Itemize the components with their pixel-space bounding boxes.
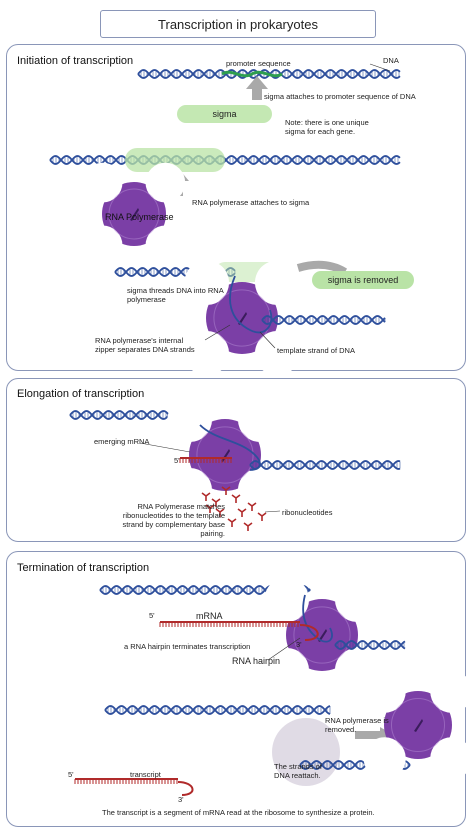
elong-dna-right-strand-b [249, 460, 401, 470]
final-dna-left-strand-b [104, 705, 331, 715]
five-prime-termination: 5' [149, 611, 155, 620]
dna-label: DNA [383, 56, 399, 65]
sigma-arrow-head [246, 76, 268, 89]
hairpin-leader [267, 637, 301, 661]
emerging-mrna-label: emerging mRNA [94, 437, 150, 446]
initiation-title: Initiation of transcription [17, 55, 134, 67]
removed-polymerase-notch [430, 737, 473, 780]
rna-polymerase-label: RNA Polymerase [105, 212, 174, 222]
polymerase-removed-label: RNA polymerase is removed. [325, 716, 389, 734]
elong-polymerase-notch [167, 397, 213, 443]
elong-polymerase-notch [167, 467, 213, 513]
ribonucleotide [211, 498, 221, 507]
template-leader [259, 331, 276, 349]
strands-reattach-label: The strands of DNA reattach. [274, 762, 322, 780]
removed-polymerase-center-mark [414, 719, 423, 732]
rna-polymerase-threaded-notch [184, 260, 230, 306]
ribonucleotide [201, 492, 211, 501]
term-dna-loop [302, 594, 333, 643]
three-prime-transcript: 3' [178, 795, 184, 804]
ribonucleotide [247, 502, 257, 511]
five-prime-transcript: 5' [68, 770, 74, 779]
rna-polymerase-threaded-notch [184, 330, 230, 376]
rna-polymerase-threaded-notch [254, 330, 300, 376]
rna-polymerase-threaded-notch [254, 260, 300, 306]
ribonucleotide [231, 494, 241, 503]
three-prime-termination: 3' [296, 640, 302, 649]
sigma-removed-pill: sigma is removed [312, 271, 414, 289]
termination-caption: The transcript is a segment of mRNA read… [102, 808, 375, 817]
rna-polymerase-notch [145, 162, 186, 203]
mrna-leader [139, 442, 191, 453]
template-strand-label: template strand of DNA [277, 346, 355, 355]
five-prime-elongation: 5' [174, 456, 180, 465]
promoter-label: promoter sequence [226, 59, 291, 68]
term-polymerase-center-mark [318, 629, 327, 642]
termination-title: Termination of transcription [17, 562, 150, 574]
removed-polymerase-ghost [272, 718, 340, 786]
removed-polymerase-notch [363, 670, 406, 713]
ribonucleotide [237, 508, 247, 517]
term-dna-right-strand-a [334, 640, 406, 650]
zipper-label: RNA polymerase's internal zipper separat… [95, 336, 195, 354]
transcript-hairpin [177, 781, 194, 796]
removed-polymerase-notch [363, 737, 406, 780]
term-polymerase-notch [334, 577, 380, 623]
rna-polymerase-center-mark [130, 208, 139, 221]
ribonucleotide [221, 486, 231, 495]
rna-hairpin-label: RNA hairpin [232, 656, 281, 666]
elong-dna-right-strand-a [249, 460, 401, 470]
initiation-panel [6, 44, 466, 371]
ribonucleotide-leader [264, 510, 281, 513]
polymerase-attaches-label: RNA polymerase attaches to sigma [192, 198, 310, 207]
dna-middle-strand-b [49, 155, 401, 165]
rna-polymerase-threaded-center-mark [238, 312, 247, 325]
page-title: Transcription in prokaryotes [100, 10, 376, 38]
hairpin-terminates-label: a RNA hairpin terminates transcription [124, 642, 251, 651]
sigma-bound [125, 148, 225, 172]
rna-hairpin [299, 624, 319, 641]
ribonucleotide [215, 508, 225, 517]
removed-polymerase-notch [430, 670, 473, 713]
elongation-title: Elongation of transcription [17, 388, 145, 400]
rna-polymerase-notch [82, 162, 123, 203]
sigma-arrow-shaft [252, 88, 262, 100]
ribonucleotide [257, 512, 267, 521]
sigma-note: Note: there is one unique sigma for each… [285, 118, 369, 136]
rna-polymerase-notch [82, 225, 123, 266]
rna-polymerase-notch [145, 225, 186, 266]
ribonucleotide [243, 522, 253, 531]
dna-exit-strand-a [261, 315, 386, 325]
term-dna-right-strand-b [334, 640, 406, 650]
ribonucleotide [205, 504, 215, 513]
mrna-label: mRNA [196, 611, 223, 621]
removal-arrow [296, 260, 348, 276]
ribonucleotide [227, 518, 237, 527]
rna-polymerase-ring [108, 188, 160, 240]
term-polymerase-notch [264, 577, 310, 623]
sigma-attaches-label: sigma attaches to promoter sequence of D… [264, 92, 416, 101]
sigma-threads-label: sigma threads DNA into RNA polymerase [127, 286, 224, 304]
promoter-sequence [221, 70, 283, 78]
ribonucleotides-label: ribonucleotides [282, 508, 333, 517]
elongation-panel [6, 378, 466, 542]
matches-label: RNA Polymerase matches ribonucleotides t… [122, 502, 225, 538]
elong-polymerase-notch [237, 467, 283, 513]
zipper-leader [204, 324, 231, 341]
dna-exit-strand-b [261, 315, 386, 325]
removed-polymerase-ring [390, 697, 446, 753]
term-polymerase-notch [264, 647, 310, 693]
elong-polymerase-ring [196, 426, 254, 484]
term-polymerase-ring [293, 606, 351, 664]
sigma-pill: sigma [177, 105, 272, 123]
transcript-label: transcript [130, 770, 161, 779]
elong-polymerase-notch [237, 397, 283, 443]
dna-middle-strand-a [49, 155, 401, 165]
dna-leader [369, 63, 391, 72]
